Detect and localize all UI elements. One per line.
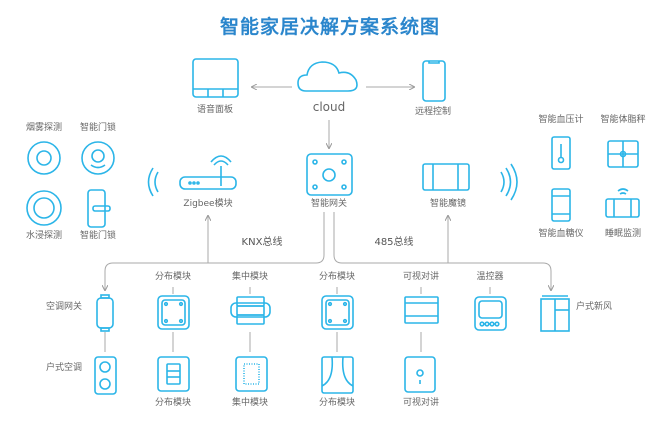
voice-panel-icon xyxy=(192,58,239,98)
distributed-module-icon xyxy=(157,295,190,330)
blood-sugar-label: 智能血糖仪 xyxy=(538,229,584,239)
central-module-icon xyxy=(230,296,271,325)
phone-icon xyxy=(422,60,446,102)
fresh-air-label: 户式新风 xyxy=(576,302,613,312)
ac-gateway-icon xyxy=(96,294,114,332)
household-ac-icon xyxy=(94,356,117,395)
wifi-waves-left-icon xyxy=(147,167,159,197)
bus-485-label: 485总线 xyxy=(374,237,414,248)
flood-label: 水浸探测 xyxy=(25,231,63,241)
row1-label: 集中模块 xyxy=(231,272,269,282)
gateway-icon xyxy=(306,153,353,196)
knx-bus-line xyxy=(105,212,325,290)
zigbee-label: Zigbee模块 xyxy=(183,199,233,209)
curtain-icon xyxy=(321,356,354,394)
lock-top-label: 智能门锁 xyxy=(79,123,117,133)
remote-control-label: 远程控制 xyxy=(414,107,452,117)
body-fat-scale-icon xyxy=(607,140,639,168)
body-fat-label: 智能体脂秤 xyxy=(600,115,646,125)
thermostat-icon xyxy=(474,296,507,331)
fresh-air-icon xyxy=(540,295,570,332)
blood-sugar-icon xyxy=(551,188,571,222)
smoke-detector-icon xyxy=(27,141,61,175)
smart-lock-round-icon xyxy=(81,141,115,175)
bus-485-line xyxy=(333,212,551,290)
row2-label: 集中模块 xyxy=(231,398,269,408)
ac-gateway-label: 空调网关 xyxy=(46,302,83,312)
row2-label: 分布模块 xyxy=(318,398,356,408)
smoke-label: 烟雾探测 xyxy=(25,123,63,133)
row1-label: 温控器 xyxy=(476,272,504,282)
household-ac-label: 户式空调 xyxy=(46,363,83,373)
cloud-label: cloud xyxy=(312,100,346,114)
central-socket-icon xyxy=(235,356,268,392)
sleep-monitor-icon xyxy=(605,188,640,218)
video-intercom-icon xyxy=(404,296,439,324)
row1-label: 分布模块 xyxy=(318,272,356,282)
flood-detector-icon xyxy=(26,190,62,226)
voice-panel-label: 语音面板 xyxy=(196,105,234,115)
connector-lines xyxy=(105,87,551,352)
blood-pressure-label: 智能血压计 xyxy=(538,115,584,125)
distributed-switch-icon xyxy=(157,356,190,392)
wifi-waves-right-icon xyxy=(500,163,518,201)
row2-label: 分布模块 xyxy=(154,398,192,408)
sleep-label: 睡眠监测 xyxy=(604,229,642,239)
cloud-icon xyxy=(297,61,358,92)
gateway-label: 智能网关 xyxy=(310,199,348,209)
row1-label: 分布模块 xyxy=(154,272,192,282)
row1-label: 可视对讲 xyxy=(402,272,440,282)
distributed-module-icon-2 xyxy=(321,295,354,330)
lock-bottom-label: 智能门锁 xyxy=(79,231,117,241)
magic-mirror-icon xyxy=(422,163,470,191)
mirror-label: 智能魔镜 xyxy=(429,199,467,209)
blood-pressure-icon xyxy=(551,136,571,170)
knx-bus-label: KNX总线 xyxy=(241,237,283,248)
door-lock-icon xyxy=(87,189,111,228)
zigbee-router-icon xyxy=(179,155,237,190)
intercom-panel-icon xyxy=(404,356,436,393)
page-title: 智能家居决解方案系统图 xyxy=(219,16,441,38)
row2-label: 可视对讲 xyxy=(402,398,440,408)
